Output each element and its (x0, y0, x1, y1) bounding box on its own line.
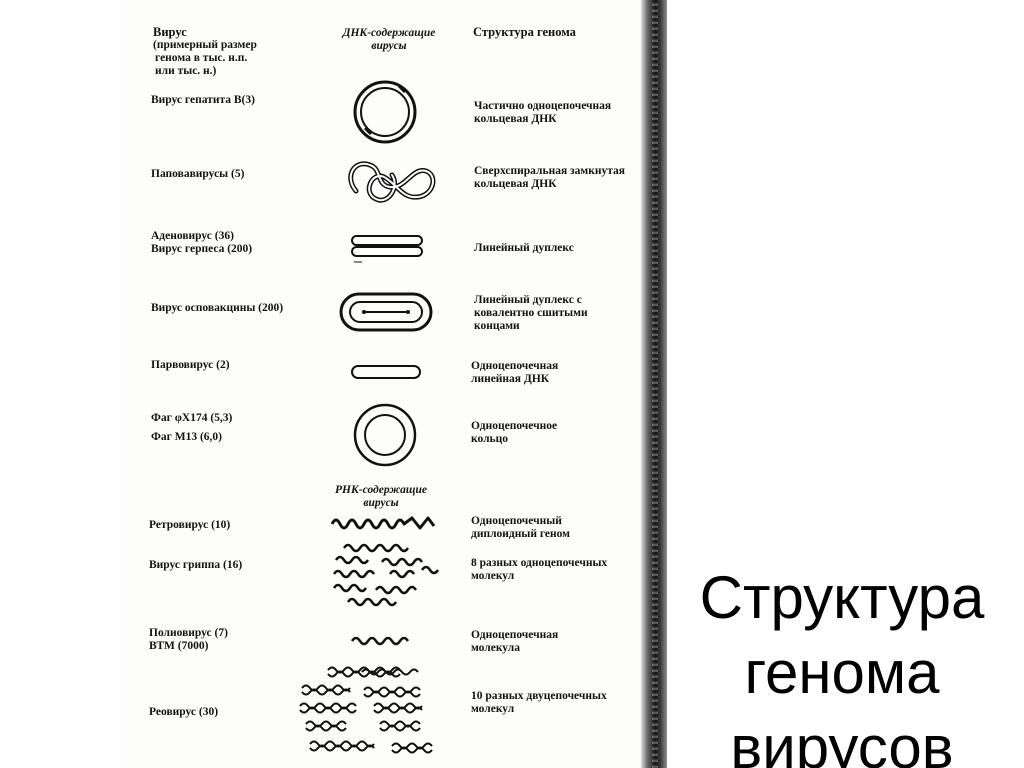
header-virus-sub: (примерный размер (153, 39, 257, 51)
virus-name: Вирус герпеса (200) (151, 243, 253, 255)
structure-text: молекула (471, 642, 520, 654)
structure-text: Частично одноцепочечная (474, 100, 612, 112)
virus-name: Паповавирусы (5) (151, 168, 245, 180)
scan-shadow-edge (641, 0, 667, 768)
header-rna-group: РНК-содержащие (335, 484, 427, 496)
structure-text: Одноцепочечная (471, 360, 559, 372)
structure-text: кольцевая ДНК (474, 178, 557, 190)
header-structure: Структура генома (473, 25, 576, 39)
double-strand-rna-segments-icon (299, 666, 433, 754)
structure-text: 8 разных одноцепочечных (471, 557, 608, 569)
header-dna-group: ДНК-содержащие (342, 27, 436, 39)
scan-edge-texture (652, 0, 658, 768)
slide-title-line: генома (744, 639, 940, 706)
structure-text: диплоидный геном (471, 528, 570, 540)
structure-text: Одноцепочечное (471, 420, 558, 432)
slide-title-line: Структура (699, 564, 985, 631)
structure-text: ковалентно сшитыми (474, 307, 588, 319)
single-rna-icon (350, 636, 410, 646)
structure-text: молекул (471, 703, 515, 715)
virus-name: Фаг φX174 (5,3) (151, 412, 233, 424)
crosslinked-duplex-icon (339, 292, 433, 332)
structure-text: Линейный дуплекс (474, 242, 574, 254)
header-virus: Вирус (153, 25, 187, 39)
structure-text: 10 разных двуцепочечных (471, 690, 607, 702)
virus-name: Аденовирус (36) (151, 230, 234, 242)
structure-text: кольцевая ДНК (474, 113, 557, 125)
virus-name: Ретровирус (10) (149, 519, 231, 531)
structure-text: концами (474, 320, 520, 332)
header-rna-group: вирусы (363, 497, 399, 509)
structure-text: линейная ДНК (471, 373, 550, 385)
header-virus-sub: генома в тыс. н.п. (155, 52, 248, 64)
header-dna-group: вирусы (371, 40, 407, 52)
linear-duplex-icon (351, 235, 423, 263)
single-strand-ring-icon (353, 403, 417, 467)
single-strand-linear-icon (351, 365, 421, 379)
virus-name: Вирус гепатита В(3) (151, 94, 255, 106)
structure-text: Сверхспиральная замкнутая (474, 165, 626, 177)
structure-text: кольцо (471, 433, 508, 445)
structure-text: Линейный дуплекс с (474, 294, 582, 306)
virus-name: Реовирус (30) (149, 706, 219, 718)
virus-name: Парвовирус (2) (151, 359, 230, 371)
structure-text: Одноцепочечная (471, 629, 559, 641)
partial-circle-dna-icon (353, 80, 417, 144)
diploid-rna-icon (330, 516, 436, 530)
slide-title-line: вирусов (730, 714, 954, 768)
segmented-rna-icon (332, 543, 440, 607)
structure-text: Одноцепочечный (471, 515, 562, 527)
virus-name: Фаг M13 (6,0) (151, 431, 222, 443)
supercoiled-dna-icon (348, 161, 436, 203)
header-virus-sub: или тыс. н.) (155, 65, 217, 77)
virus-name: ВТМ (7000) (149, 640, 209, 652)
virus-name: Вирус осповакцины (200) (151, 302, 284, 314)
structure-text: молекул (471, 570, 515, 582)
slide-title: Структура генома вирусов (664, 560, 1020, 768)
virus-name: Полиовирус (7) (149, 627, 228, 639)
virus-name: Вирус гриппа (16) (149, 559, 243, 571)
